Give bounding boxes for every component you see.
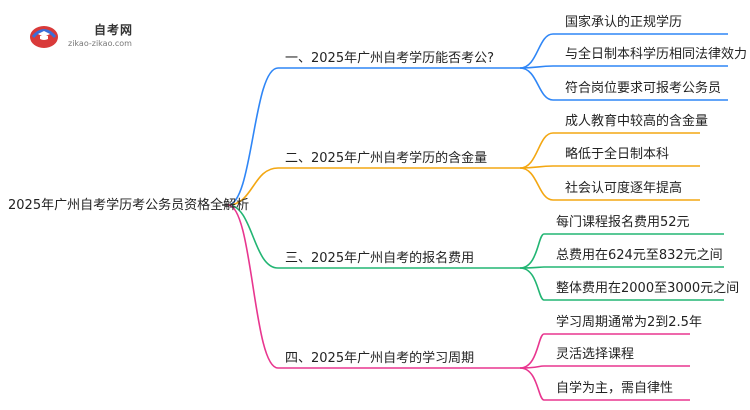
- branch-2-link: [227, 167, 520, 206]
- mind-map-links: [222, 33, 728, 401]
- branch-3-label: 三、2025年广州自考的报名费用: [285, 250, 474, 266]
- branch-2-leaf-1-link: [519, 132, 700, 169]
- branch-2-leaf-3: 社会认可度逐年提高: [565, 180, 682, 196]
- branch-4-leaf-2-link: [519, 365, 690, 369]
- site-logo[interactable]: 自考网 zikao-zikao.com: [28, 18, 148, 54]
- branch-1-leaf-3-link: [519, 67, 728, 101]
- branch-1-leaf-1: 国家承认的正规学历: [565, 14, 682, 30]
- branch-1-leaf-1-link: [519, 33, 728, 69]
- branch-4-link: [227, 204, 520, 369]
- branch-3-leaf-2-link: [519, 266, 724, 269]
- branch-2-leaf-3-link: [519, 167, 700, 201]
- branch-3-leaf-3: 整体费用在2000至3000元之间: [556, 281, 739, 296]
- branch-2-leaf-1: 成人教育中较高的含金量: [565, 113, 708, 129]
- branch-4-leaf-1-link: [519, 333, 690, 369]
- branch-4-leaf-1: 学习周期通常为2到2.5年: [556, 314, 702, 330]
- branch-3-leaf-1: 每门课程报名费用52元: [556, 214, 690, 230]
- branch-4-label: 四、2025年广州自考的学习周期: [285, 350, 474, 366]
- branch-4-leaf-3-link: [519, 367, 690, 401]
- branch-3-link: [227, 204, 520, 269]
- branch-1: 一、2025年广州自考学历能否考公? 国家承认的正规学历 与全日制本科学历相同法…: [285, 14, 747, 96]
- branch-3-leaf-2: 总费用在624元至832元之间: [556, 248, 723, 263]
- graduation-cap-icon: [30, 26, 58, 48]
- branch-2: 二、2025年广州自考学历的含金量 成人教育中较高的含金量 略低于全日制本科 社…: [285, 113, 708, 196]
- branch-1-leaf-2: 与全日制本科学历相同法律效力: [565, 46, 747, 62]
- branch-3-leaf-3-link: [519, 267, 724, 301]
- branch-4-leaf-3: 自学为主，需自律性: [556, 380, 673, 396]
- branch-1-leaf-2-link: [519, 65, 728, 69]
- branch-1-link: [227, 67, 520, 206]
- branch-2-leaf-2: 略低于全日制本科: [565, 146, 669, 162]
- branch-4: 四、2025年广州自考的学习周期 学习周期通常为2到2.5年 灵活选择课程 自学…: [285, 314, 702, 396]
- logo-domain: zikao-zikao.com: [68, 39, 132, 48]
- branch-1-leaf-3: 符合岗位要求可报考公务员: [565, 80, 721, 96]
- root-node-label: 2025年广州自考学历考公务员资格全解析: [8, 197, 249, 213]
- branch-2-leaf-2-link: [519, 165, 700, 169]
- branch-3: 三、2025年广州自考的报名费用 每门课程报名费用52元 总费用在624元至83…: [285, 214, 739, 296]
- branch-4-leaf-2: 灵活选择课程: [556, 347, 634, 362]
- branch-3-leaf-1-link: [519, 233, 724, 269]
- branch-1-label: 一、2025年广州自考学历能否考公?: [285, 50, 494, 66]
- branch-2-label: 二、2025年广州自考学历的含金量: [285, 150, 487, 166]
- logo-name: 自考网: [94, 23, 134, 37]
